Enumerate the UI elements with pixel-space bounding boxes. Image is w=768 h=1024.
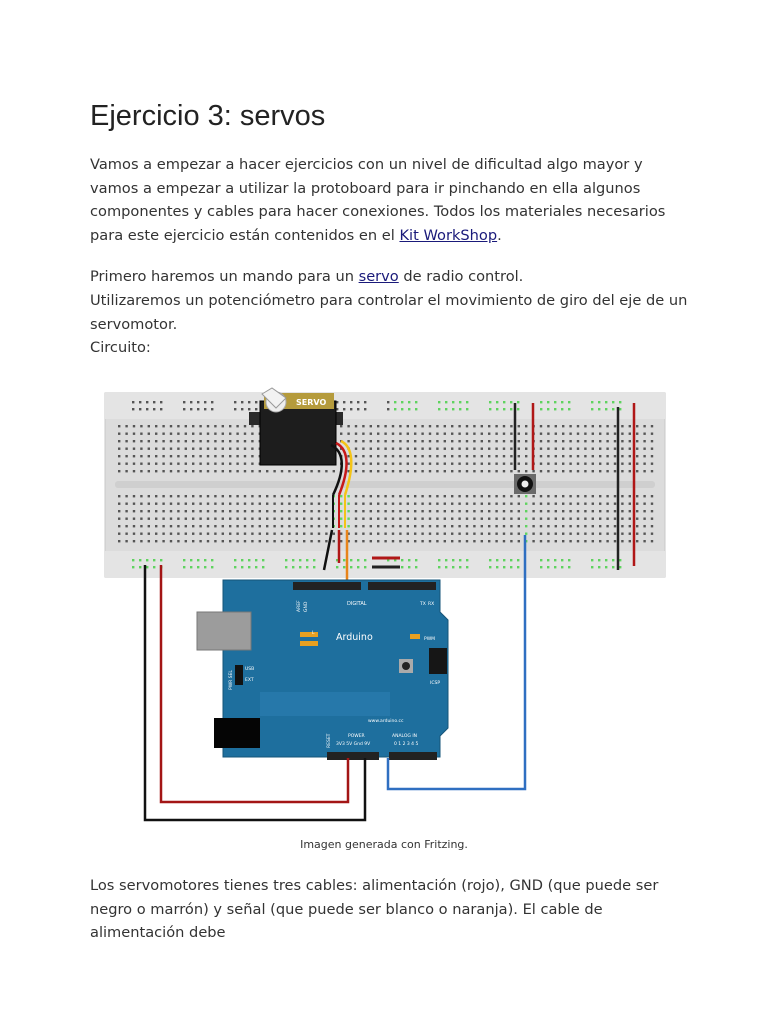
- l-label: L: [312, 630, 315, 636]
- circuit-figure: SERVO Arduino D: [0, 380, 768, 830]
- arduino-board: Arduino DIGITAL PWM ICSP USB EXT POWER A…: [196, 579, 449, 760]
- analog-pins-label: 0 1 2 3 4 5: [394, 741, 418, 747]
- aref-label: AREF: [296, 600, 302, 612]
- servo-paragraph: Primero haremos un mando para un servo d…: [90, 265, 690, 289]
- intro-text-end: .: [497, 226, 502, 244]
- intro-text: Vamos a empezar a hacer ejercicios con u…: [90, 156, 666, 244]
- arduino-label: Arduino: [336, 632, 373, 643]
- intro-paragraph: Vamos a empezar a hacer ejercicios con u…: [90, 153, 690, 247]
- servo-motor: SERVO: [249, 387, 343, 466]
- potentiometer: [514, 474, 536, 494]
- url-label: www.arduino.cc: [368, 718, 404, 724]
- ext-label: EXT: [245, 677, 254, 683]
- figure-caption: Imagen generada con Fritzing.: [300, 838, 468, 851]
- power-label: POWER: [348, 733, 365, 739]
- pwm-label: PWM: [424, 636, 435, 642]
- pwr-sel-label: PWR SEL: [228, 670, 234, 690]
- icsp-label: ICSP: [430, 680, 440, 686]
- kit-workshop-link[interactable]: Kit WorkShop: [399, 226, 498, 244]
- servo-link[interactable]: servo: [358, 268, 399, 285]
- breadboard: [104, 392, 666, 578]
- analog-label: ANALOG IN: [392, 733, 417, 739]
- servo-text: Primero haremos un mando para un: [90, 268, 359, 285]
- circuit-label: Circuito:: [90, 339, 151, 356]
- servo-wires-paragraph: Los servomotores tienes tres cables: ali…: [90, 877, 659, 941]
- servo-label: SERVO: [296, 398, 326, 407]
- gnd-label: GND: [303, 601, 309, 612]
- rx-label: RX: [428, 601, 434, 607]
- servo-text-end: de radio control.: [398, 268, 524, 285]
- digital-label: DIGITAL: [347, 601, 367, 607]
- page-title: Ejercicio 3: servos: [90, 100, 326, 132]
- tx-label: TX: [419, 601, 426, 607]
- reset-label: RESET: [326, 733, 332, 748]
- usb-label: USB: [245, 666, 254, 672]
- potentiometer-paragraph: Utilizaremos un potenciómetro para contr…: [90, 292, 688, 333]
- power-pins-label: 3V3 5V Gnd 9V: [336, 741, 371, 747]
